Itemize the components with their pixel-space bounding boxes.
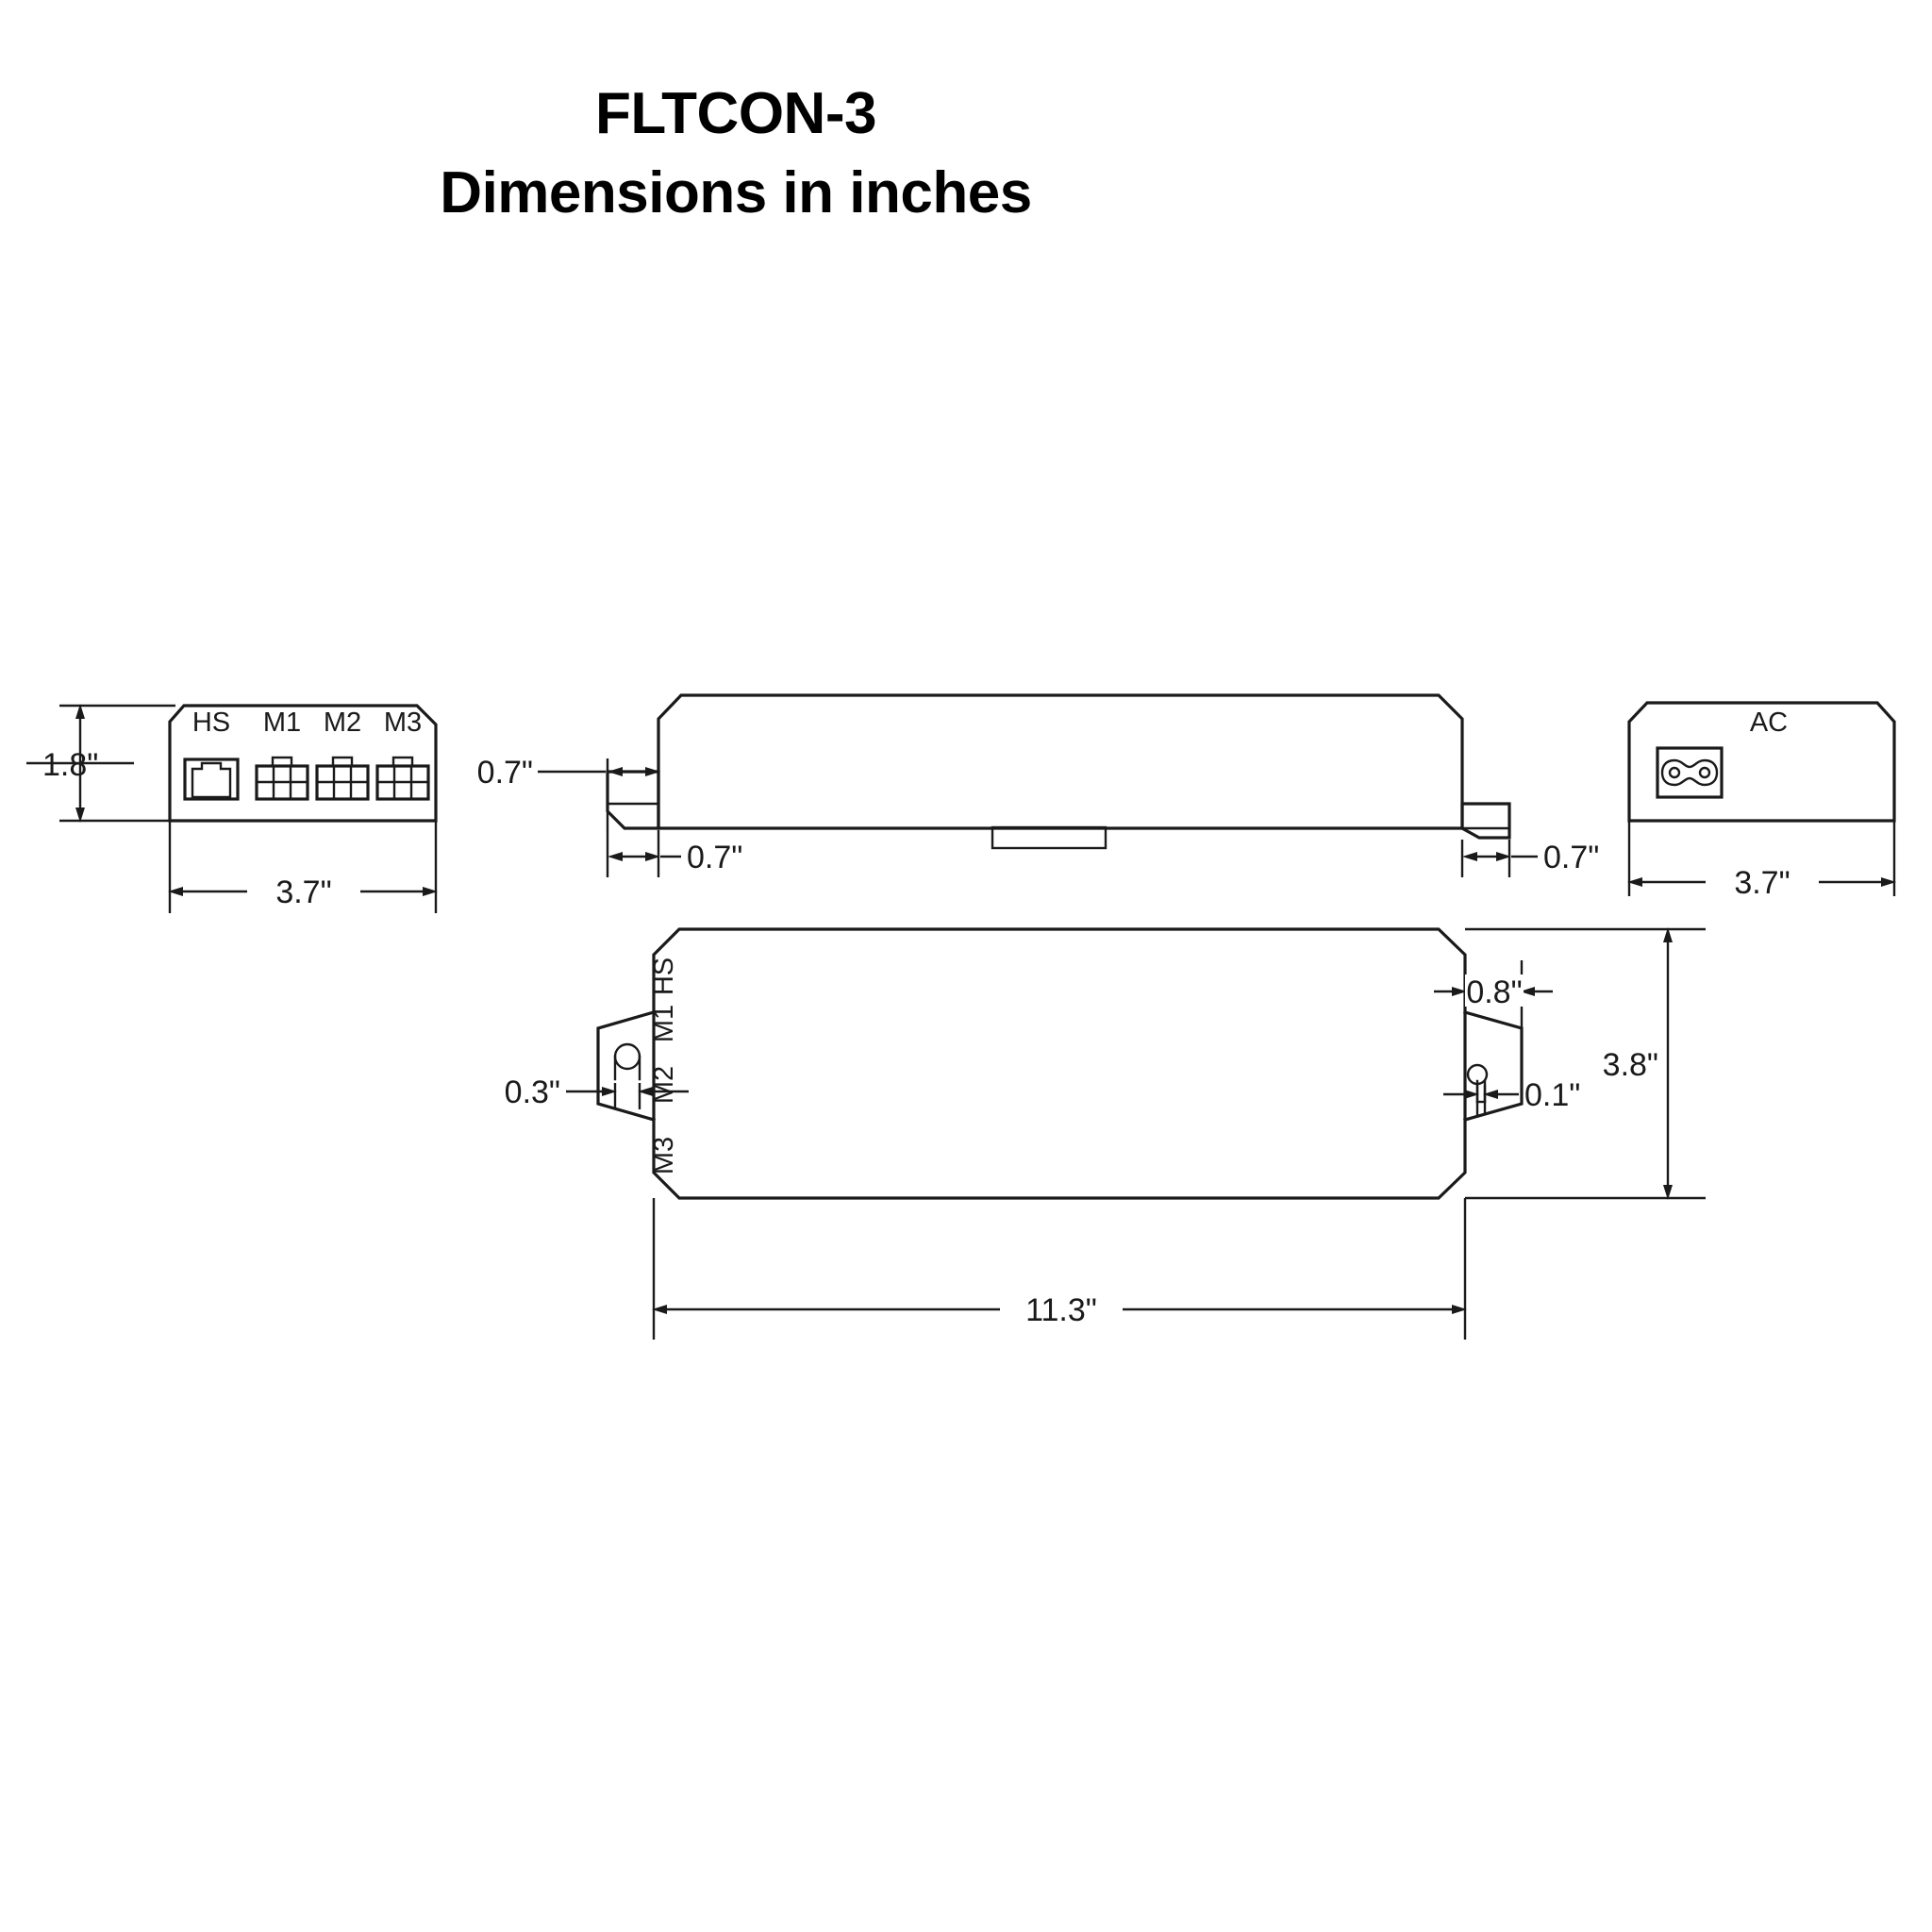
6-pin-header-m2-icon <box>315 756 370 801</box>
dim-side-flange-height-text: 0.7" <box>477 755 533 791</box>
rear-panel-view: AC 3.7" <box>1627 701 1896 901</box>
front-label-m1: M1 <box>263 708 301 738</box>
dim-plan-depth: 3.8" <box>1465 927 1706 1200</box>
front-panel-view: HS M1 M2 M3 1.8" 3.7" <box>26 704 438 913</box>
6-pin-header-m1-icon <box>255 756 309 801</box>
side-elevation-view: 0.7" 0.7" 0.7" <box>477 693 1599 877</box>
plan-label-m3: M3 <box>649 1137 679 1174</box>
dim-side-flange-right: 0.7" <box>1460 840 1599 877</box>
dim-plan-right-slot: 0.1" <box>1443 1077 1580 1115</box>
plan-label-hs: HS <box>649 958 679 995</box>
side-bottom-tab <box>991 825 1108 850</box>
dim-front-height-text: 1.8" <box>42 747 98 783</box>
drawing-subtitle: Dimensions in inches <box>440 160 1032 225</box>
dim-side-flange-left: 0.7" <box>606 830 742 877</box>
front-label-m2: M2 <box>324 708 361 738</box>
plan-label-m2: M2 <box>649 1066 679 1104</box>
side-left-flange <box>606 770 660 830</box>
rear-label-ac: AC <box>1750 708 1788 738</box>
plan-outline <box>652 927 1467 1200</box>
dim-plan-right-slot-text: 0.1" <box>1524 1077 1580 1113</box>
dim-front-width: 3.7" <box>168 821 438 913</box>
dim-side-flange-left-text: 0.7" <box>687 840 742 875</box>
dim-plan-right-bracket: 0.8" <box>1434 960 1553 1028</box>
plan-label-m1: M1 <box>649 1005 679 1042</box>
front-label-hs: HS <box>192 708 230 738</box>
dim-plan-length-text: 11.3" <box>1025 1292 1097 1328</box>
dim-side-flange-height: 0.7" <box>477 755 660 830</box>
plan-left-keyhole-slot <box>613 1042 641 1081</box>
plan-left-bracket <box>596 1010 656 1122</box>
dim-plan-depth-text: 3.8" <box>1603 1047 1658 1083</box>
side-right-flange <box>1460 802 1511 840</box>
dim-plan-right-bracket-text: 0.8" <box>1466 974 1522 1010</box>
6-pin-header-m3-icon <box>375 756 430 801</box>
side-elevation-outline <box>657 693 1464 830</box>
dim-plan-left-slot-text: 0.3" <box>505 1074 560 1110</box>
dim-front-width-text: 3.7" <box>275 874 331 910</box>
dim-rear-width: 3.7" <box>1627 821 1896 901</box>
plan-right-bracket <box>1463 1010 1524 1122</box>
rj45-jack-hs-icon <box>183 758 240 801</box>
dim-plan-length: 11.3" <box>652 1198 1467 1340</box>
plan-view: HS M1 M2 M3 0.3" <box>505 927 1706 1340</box>
drawing-title: FLTCON-3 <box>595 81 876 146</box>
front-label-m3: M3 <box>384 708 422 738</box>
dim-side-flange-right-text: 0.7" <box>1543 840 1599 875</box>
dim-rear-width-text: 3.7" <box>1734 865 1790 901</box>
dim-front-height: 1.8" <box>26 704 175 823</box>
iec-c8-socket-ac-icon <box>1656 746 1724 799</box>
dim-plan-left-slot: 0.3" <box>505 1074 689 1110</box>
title-block: FLTCON-3 Dimensions in inches <box>0 85 1472 223</box>
